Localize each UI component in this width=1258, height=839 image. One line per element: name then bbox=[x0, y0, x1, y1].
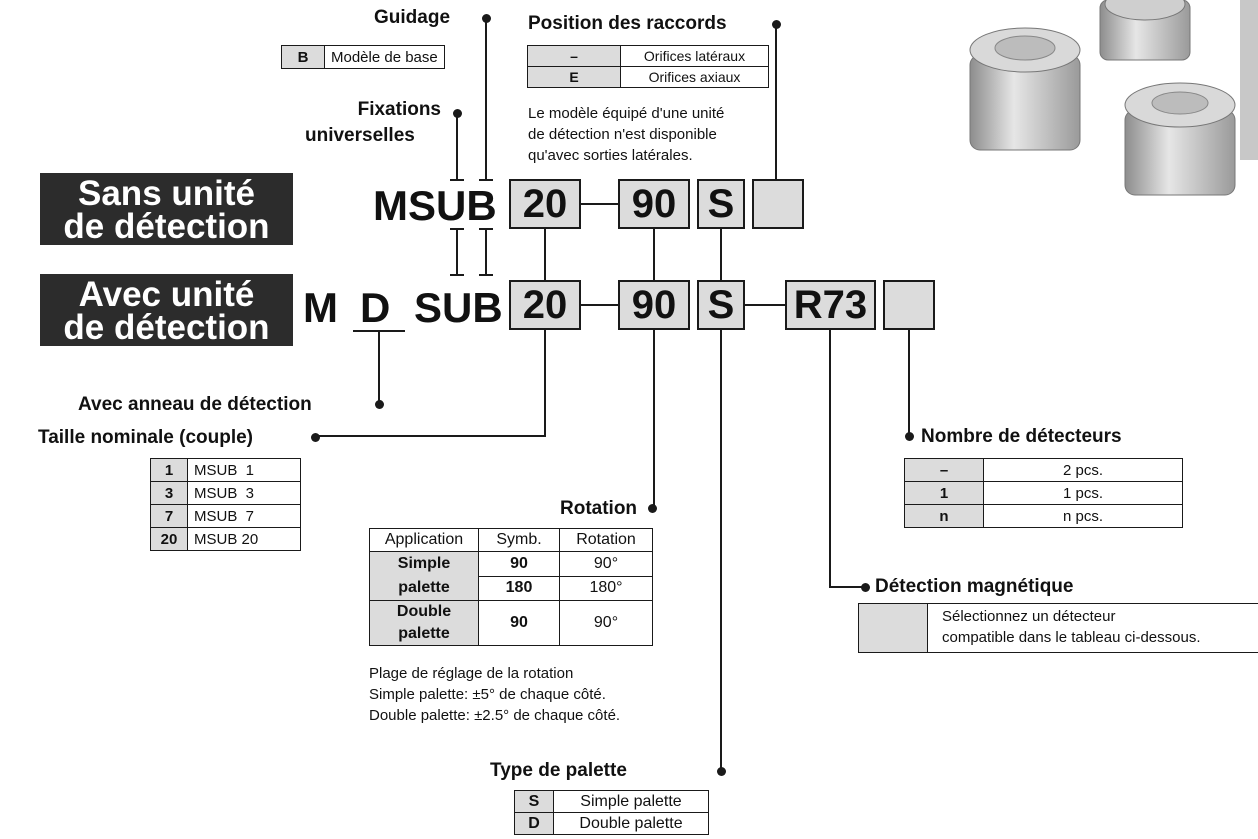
anneau-title: Avec anneau de détection bbox=[78, 394, 312, 415]
avec-m: M bbox=[303, 284, 338, 331]
product-photo bbox=[960, 0, 1258, 210]
sans-raccord-box bbox=[752, 179, 804, 229]
table-row: Double palette 90 90° bbox=[369, 600, 653, 646]
avec-rotation-box: 90 bbox=[618, 280, 690, 330]
raccords-title: Position des raccords bbox=[528, 13, 727, 34]
dash-line bbox=[581, 203, 618, 205]
rotation-title: Rotation bbox=[560, 498, 638, 519]
avec-palette-box: S bbox=[697, 280, 745, 330]
avec-sub: SUB bbox=[414, 284, 503, 331]
detection-table: Sélectionnez un détecteur compatible dan… bbox=[858, 603, 1258, 653]
anneau-dot bbox=[375, 400, 384, 409]
avec-count-box bbox=[883, 280, 935, 330]
sans-rotation-box: 90 bbox=[618, 179, 690, 229]
guidage-value: Modèle de base bbox=[324, 45, 445, 69]
fixations-line1: Fixations bbox=[357, 99, 441, 120]
raccords-key: E bbox=[527, 66, 621, 88]
rotation-dot bbox=[648, 504, 657, 513]
guidage-key: B bbox=[281, 45, 325, 69]
palette-title: Type de palette bbox=[490, 760, 627, 781]
nombre-dot bbox=[905, 432, 914, 441]
palette-dot bbox=[717, 767, 726, 776]
fixations-line2: universelles bbox=[305, 125, 415, 146]
table-row: B Modèle de base bbox=[281, 45, 445, 69]
avec-switch-box: R73 bbox=[785, 280, 876, 330]
sans-prefix: MSUB bbox=[373, 182, 497, 229]
avec-d: D bbox=[360, 284, 391, 331]
sans-banner: Sans unité de détection bbox=[40, 173, 293, 245]
table-row: –2 pcs. bbox=[904, 458, 1183, 482]
raccords-value: Orifices latéraux bbox=[620, 45, 769, 67]
avec-size-box: 20 bbox=[509, 280, 581, 330]
dash-line bbox=[581, 304, 618, 306]
taille-title: Taille nominale (couple) bbox=[38, 427, 254, 448]
dash-line bbox=[745, 304, 785, 306]
guidage-table: B Modèle de base bbox=[281, 45, 445, 69]
nombre-title: Nombre de détecteurs bbox=[921, 426, 1122, 447]
rotation-table: Application Symb. Rotation Simple palett… bbox=[369, 528, 653, 646]
table-row: – Orifices latéraux bbox=[527, 45, 769, 67]
rotation-note: Plage de réglage de la rotation Simple p… bbox=[369, 665, 621, 724]
guidage-title: Guidage bbox=[374, 7, 451, 28]
detection-dot bbox=[861, 583, 870, 592]
avec-banner: Avec unité de détection bbox=[40, 274, 293, 346]
table-row: E Orifices axiaux bbox=[527, 66, 769, 88]
raccords-table: – Orifices latéraux E Orifices axiaux bbox=[527, 45, 769, 88]
detection-key bbox=[858, 604, 928, 652]
sans-size-box: 20 bbox=[509, 179, 581, 229]
table-row: Application Symb. Rotation bbox=[369, 528, 653, 552]
raccords-value: Orifices axiaux bbox=[620, 66, 769, 88]
sans-palette-box: S bbox=[697, 179, 745, 229]
detection-text: Sélectionnez un détecteur compatible dan… bbox=[942, 608, 1201, 646]
table-row: Simple palette 90 90° bbox=[369, 551, 653, 601]
raccords-key: – bbox=[527, 45, 621, 67]
taille-dot bbox=[311, 433, 320, 442]
detection-title: Détection magnétique bbox=[875, 576, 1074, 597]
raccords-note: Le modèle équipé d'une unité de détectio… bbox=[528, 105, 725, 164]
